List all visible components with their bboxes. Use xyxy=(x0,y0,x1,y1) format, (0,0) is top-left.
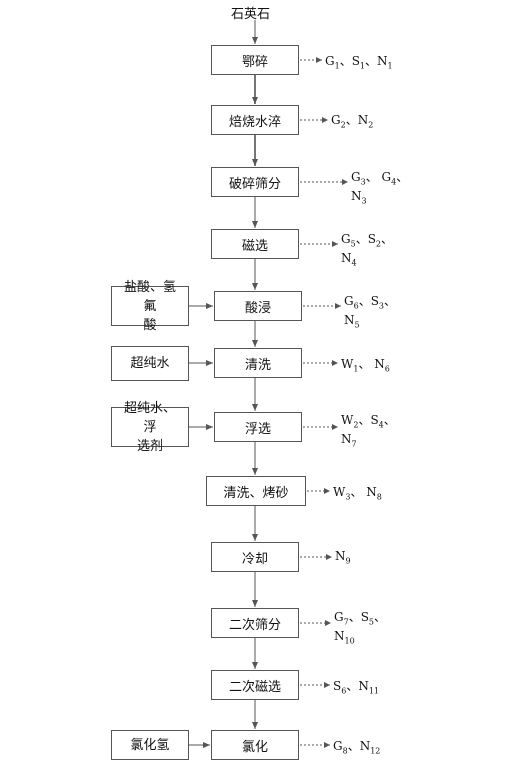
step-screen2: 二次筛分 xyxy=(211,608,299,638)
hcl-input: 氯化氢 xyxy=(111,730,189,760)
step-label: 清洗 xyxy=(244,357,271,373)
step-label: 浮选 xyxy=(244,421,271,437)
step-wash-roast: 清洗、烤砂 xyxy=(206,476,306,506)
step-cool: 冷却 xyxy=(211,542,299,572)
water-input: 超纯水 xyxy=(111,346,189,381)
step-magnetic: 磁选 xyxy=(211,229,299,259)
float-input: 超纯水、浮选剂 xyxy=(111,401,189,454)
output-label-float: W2、S4、N7 xyxy=(341,413,396,449)
output-label-screen: G3、 G4、N3 xyxy=(351,170,409,206)
output-label-magnetic2: S6、N11 xyxy=(333,679,380,696)
step-label: 酸浸 xyxy=(244,300,271,316)
step-magnetic2: 二次磁选 xyxy=(211,670,299,700)
step-label: 氯化 xyxy=(241,739,268,755)
step-label: 鄂碎 xyxy=(241,54,268,70)
output-label-roast: G2、N2 xyxy=(331,113,374,130)
step-roast: 焙烧水淬 xyxy=(211,105,299,135)
step-label: 冷却 xyxy=(241,551,268,567)
step-label: 二次磁选 xyxy=(228,679,281,695)
output-label-crush: G1、S1、N1 xyxy=(325,54,393,71)
step-label: 清洗、烤砂 xyxy=(223,485,289,501)
output-label-screen2: G7、S5、N10 xyxy=(334,610,387,646)
raw-material-label: 石英石 xyxy=(231,7,271,22)
step-chlorinate: 氯化 xyxy=(211,730,299,760)
step-label: 焙烧水淬 xyxy=(228,114,281,130)
step-label: 破碎筛分 xyxy=(228,176,281,192)
step-label: 二次筛分 xyxy=(228,617,281,633)
output-label-cool: N9 xyxy=(335,549,351,566)
output-label-chlorinate: G8、N12 xyxy=(333,739,381,756)
output-label-acid: G6、S3、N5 xyxy=(344,294,397,330)
step-screen: 破碎筛分 xyxy=(211,167,299,197)
output-label-wash: W1、 N6 xyxy=(341,357,390,374)
step-label: 磁选 xyxy=(241,238,268,254)
step-wash: 清洗 xyxy=(214,348,302,378)
step-float: 浮选 xyxy=(214,412,302,442)
step-acid: 酸浸 xyxy=(214,291,302,321)
output-label-wash-roast: W3、 N8 xyxy=(333,485,382,502)
step-crush: 鄂碎 xyxy=(211,45,299,75)
output-label-magnetic: G5、S2、N4 xyxy=(341,232,394,268)
acid-input: 盐酸、氢氟酸 xyxy=(111,280,189,333)
